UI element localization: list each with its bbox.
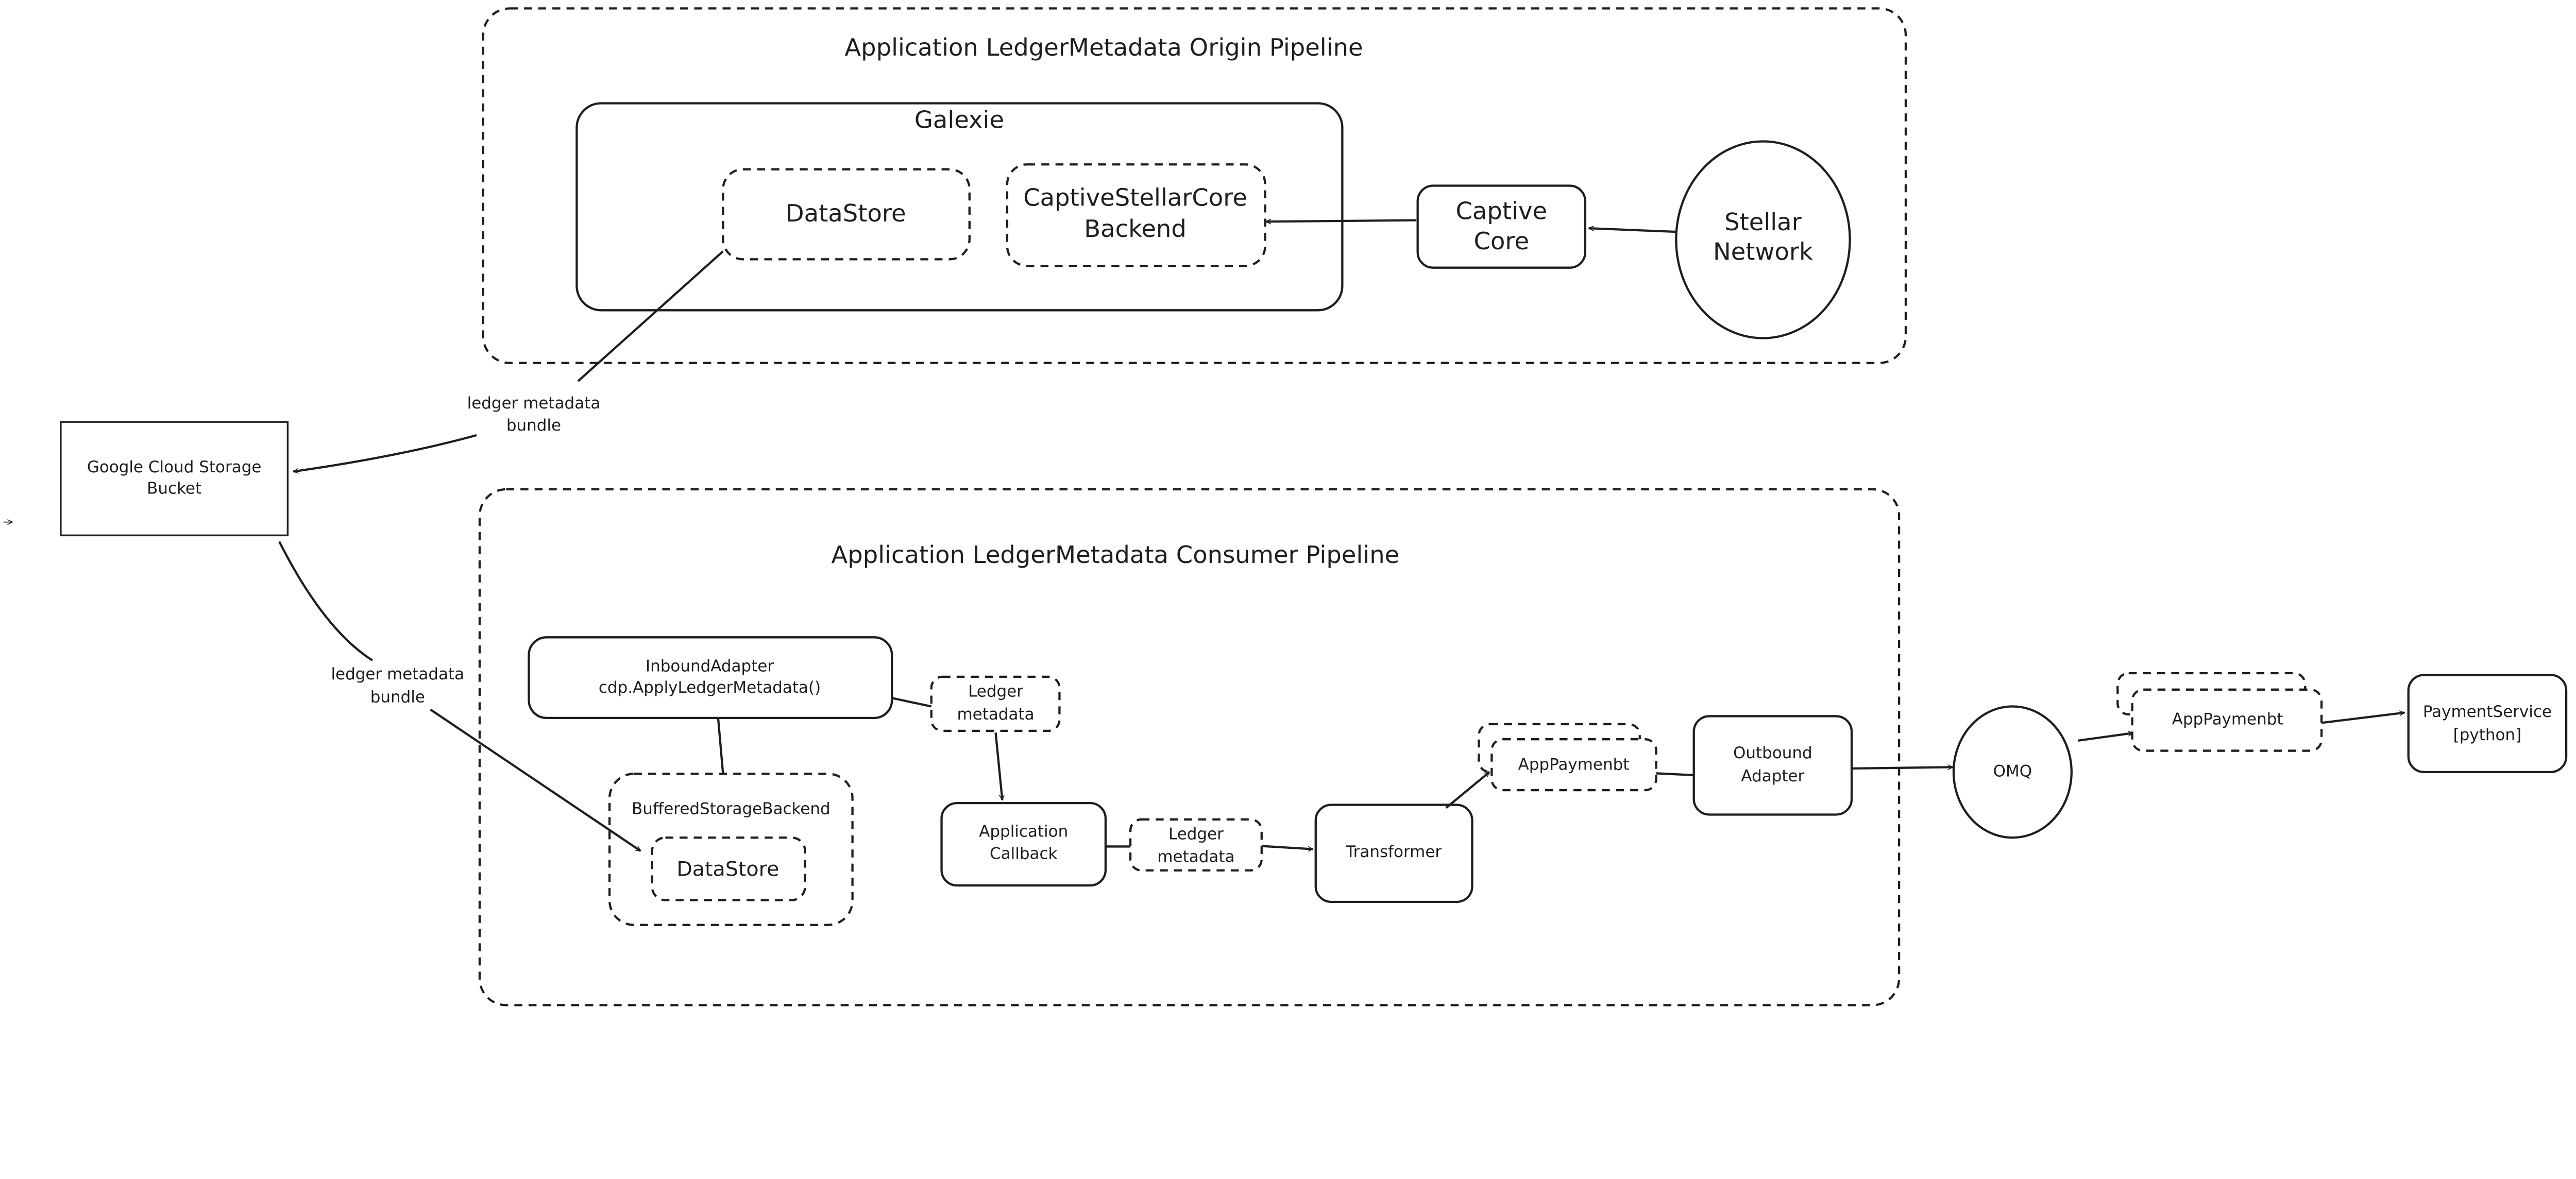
captive-core-line1: Captive <box>1455 197 1547 225</box>
metadata-to-transformer-arrow <box>1261 845 1313 849</box>
inbound-adapter-node[interactable]: InboundAdapter cdp.ApplyLedgerMetadata() <box>528 636 893 720</box>
stellar-network-node[interactable]: Stellar Network <box>1675 140 1851 339</box>
outbound-to-omq-arrow <box>1852 767 1953 768</box>
buffered-datastore-node[interactable]: DataStore <box>651 836 806 901</box>
backend-label-line1: CaptiveStellarCore <box>1023 184 1247 212</box>
ledger-metadata-1-node[interactable]: Ledger metadata <box>930 675 1061 732</box>
app-callback-line1: Application <box>979 822 1068 841</box>
architecture-diagram: Application LedgerMetadata Origin Pipeli… <box>3 7 2568 1006</box>
application-callback-node[interactable]: Application Callback <box>940 801 1107 887</box>
ledger-metadata-2-node[interactable]: Ledger metadata <box>1129 818 1263 872</box>
datastore-label: DataStore <box>786 199 906 227</box>
omq-to-payment-arrow <box>2078 733 2133 742</box>
buffered-storage-backend-node[interactable]: BufferedStorageBackend <box>608 773 854 926</box>
ledger-metadata-1-line1: Ledger <box>968 682 1023 700</box>
gcs-bucket-line1: Google Cloud Storage <box>87 458 262 476</box>
app-callback-line2: Callback <box>990 844 1057 863</box>
payment-to-service-arrow <box>2321 713 2404 724</box>
transformer-to-payment-arrow <box>1445 771 1490 809</box>
omq-label: OMQ <box>1993 762 2032 780</box>
captive-stellar-core-backend-node[interactable]: CaptiveStellarCore Backend <box>1006 163 1266 267</box>
captive-core-line2: Core <box>1474 227 1530 255</box>
app-payment-1-label: AppPaymenbt <box>1518 755 1630 774</box>
payment-service-line2: [python] <box>2453 726 2521 744</box>
upload-edge-label-line1: ledger metadata <box>467 394 601 413</box>
ledger-metadata-2-line1: Ledger <box>1168 825 1224 844</box>
ledger-metadata-2-line2: metadata <box>1157 847 1234 866</box>
buffered-backend-label: BufferedStorageBackend <box>632 800 831 818</box>
origin-pipeline-title: Application LedgerMetadata Origin Pipeli… <box>844 33 1363 61</box>
download-edge-label-line2: bundle <box>370 688 425 707</box>
payment-service-node[interactable]: PaymentService [python] <box>2407 674 2568 774</box>
origin-pipeline-group: Application LedgerMetadata Origin Pipeli… <box>482 7 1907 364</box>
metadata-to-callback-arrow <box>994 732 1003 800</box>
buffered-datastore-label: DataStore <box>676 857 779 881</box>
backend-label-line2: Backend <box>1084 215 1187 243</box>
download-arrow <box>430 708 640 852</box>
consumer-pipeline-title: Application LedgerMetadata Consumer Pipe… <box>831 541 1399 569</box>
gcs-bucket-line2: Bucket <box>147 479 201 498</box>
omq-node[interactable]: OMQ <box>1952 705 2073 839</box>
galexie-label: Galexie <box>914 106 1004 133</box>
outbound-adapter-node[interactable]: Outbound Adapter <box>1692 715 1853 816</box>
app-payment-1-node[interactable]: AppPaymenbt <box>1478 723 1657 792</box>
inbound-to-buffered-line <box>717 717 724 774</box>
upload-arrow <box>294 434 477 472</box>
datastore-node[interactable]: DataStore <box>722 168 971 261</box>
inbound-to-metadata-line <box>891 697 932 708</box>
payment-to-outbound-line <box>1656 772 1694 777</box>
stellar-to-captive-arrow <box>1589 228 1676 233</box>
app-payment-2-label: AppPaymenbt <box>2172 710 2283 729</box>
download-edge-label-line1: ledger metadata <box>331 665 464 684</box>
captive-to-backend-arrow <box>1266 220 1417 222</box>
transformer-label: Transformer <box>1345 843 1442 861</box>
transformer-node[interactable]: Transformer <box>1314 804 1473 903</box>
payment-service-line1: PaymentService <box>2423 703 2552 721</box>
inbound-adapter-line1: InboundAdapter <box>646 657 774 675</box>
captive-core-node[interactable]: Captive Core <box>1416 184 1587 269</box>
outbound-adapter-line1: Outbound <box>1733 744 1812 762</box>
outbound-adapter-line2: Adapter <box>1741 767 1804 785</box>
app-payment-2-node[interactable]: AppPaymenbt <box>2116 672 2323 752</box>
consumer-pipeline-group: Application LedgerMetadata Consumer Pipe… <box>478 488 1901 1006</box>
upload-edge-label-line2: bundle <box>506 416 561 435</box>
ledger-metadata-1-line2: metadata <box>957 705 1034 724</box>
inbound-adapter-line2: cdp.ApplyLedgerMetadata() <box>599 678 821 697</box>
stellar-network-line1: Stellar <box>1724 208 1802 236</box>
datastore-to-label-line <box>577 250 724 382</box>
gcs-bucket-node[interactable]: Google Cloud Storage Bucket <box>60 421 289 537</box>
stellar-network-line2: Network <box>1713 238 1813 266</box>
bucket-to-label-line <box>278 541 373 661</box>
